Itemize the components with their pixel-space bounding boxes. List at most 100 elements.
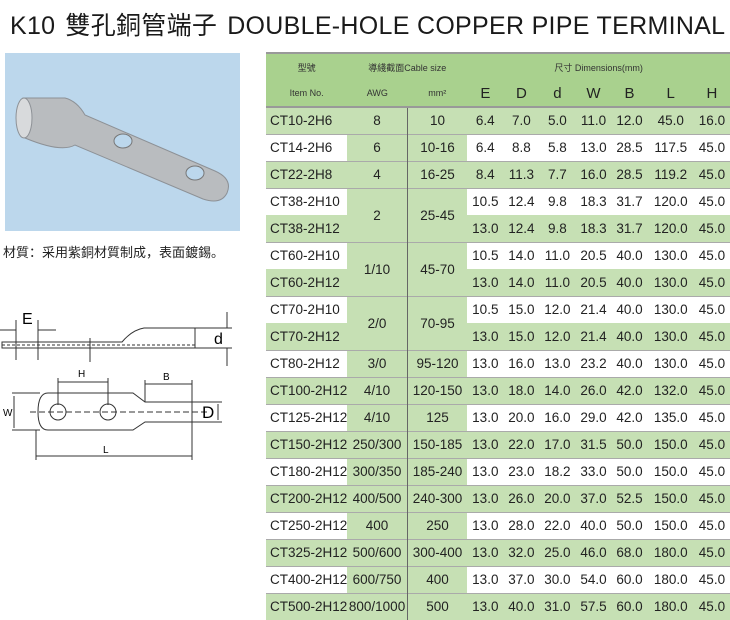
dim-cell-W: 57.5 — [575, 592, 612, 620]
dim-cell-D: 37.0 — [503, 565, 540, 593]
awg-cell: 800/1000 — [347, 592, 408, 620]
item-no: CT400-2H12 — [266, 565, 348, 593]
dim-cell-L: 180.0 — [647, 565, 694, 593]
dim-cell-L: 130.0 — [647, 295, 694, 323]
dim-cell-B: 50.0 — [611, 457, 648, 485]
dim-cell-B: 12.0 — [611, 107, 648, 134]
dim-cell-W: 23.2 — [575, 349, 612, 377]
dim-cell-W: 37.0 — [575, 484, 612, 512]
label-L: L — [103, 445, 109, 456]
item-no: CT22-2H8 — [266, 160, 348, 188]
dim-cell-E: 13.0 — [467, 457, 504, 485]
dim-cell-D: 11.3 — [503, 160, 540, 188]
dim-cell-B: 40.0 — [611, 269, 648, 296]
mm2-cell: 250 — [407, 511, 468, 539]
dim-cell-D: 20.0 — [503, 403, 540, 431]
dim-cell-L: 150.0 — [647, 457, 694, 485]
material-note: 材質：采用紫銅材質制成，表面鍍錫。 — [3, 245, 225, 260]
dim-cell-H: 45.0 — [693, 323, 730, 350]
item-no: CT70-2H12 — [266, 323, 348, 350]
dim-cell-W: 18.3 — [575, 215, 612, 242]
dim-cell-L: 119.2 — [647, 160, 694, 188]
dim-cell-L: 150.0 — [647, 484, 694, 512]
dim-cell-D: 8.8 — [503, 133, 540, 161]
mm2-cell: 125 — [407, 403, 468, 431]
dim-cell-L: 180.0 — [647, 538, 694, 566]
mm2-cell: 500 — [407, 592, 468, 620]
dim-cell-d: 12.0 — [539, 295, 576, 323]
dim-cell-E: 13.0 — [467, 565, 504, 593]
dim-cell-E: 10.5 — [467, 187, 504, 215]
dim-cell-H: 16.0 — [693, 107, 730, 134]
label-B: B — [163, 372, 170, 383]
dim-cell-D: 28.0 — [503, 511, 540, 539]
dim-cell-H: 45.0 — [693, 403, 730, 431]
dim-cell-d: 30.0 — [539, 565, 576, 593]
dim-cell-W: 46.0 — [575, 538, 612, 566]
dim-cell-D: 32.0 — [503, 538, 540, 566]
dim-cell-E: 6.4 — [467, 107, 504, 134]
dim-cell-L: 132.0 — [647, 376, 694, 404]
item-no: CT325-2H12 — [266, 538, 348, 566]
dim-cell-E: 13.0 — [467, 269, 504, 296]
item-no: CT38-2H10 — [266, 187, 348, 215]
mm2-cell: 150-185 — [407, 430, 468, 458]
dim-cell-L: 130.0 — [647, 269, 694, 296]
header-awg: AWG — [347, 80, 408, 108]
dim-cell-L: 150.0 — [647, 430, 694, 458]
header-D: D — [503, 80, 540, 108]
side-view-drawing: E d — [0, 311, 232, 366]
dim-cell-d: 17.0 — [539, 430, 576, 458]
awg-cell: 250/300 — [347, 430, 408, 458]
dim-cell-D: 12.4 — [503, 187, 540, 215]
dim-cell-W: 20.5 — [575, 241, 612, 269]
dim-cell-L: 45.0 — [647, 107, 694, 134]
dim-cell-E: 6.4 — [467, 133, 504, 161]
dim-cell-B: 40.0 — [611, 323, 648, 350]
dim-cell-L: 130.0 — [647, 323, 694, 350]
dim-cell-H: 45.0 — [693, 592, 730, 620]
awg-cell: 2/0 — [347, 295, 408, 350]
dim-cell-W: 21.4 — [575, 323, 612, 350]
dim-cell-L: 135.0 — [647, 403, 694, 431]
dim-cell-H: 45.0 — [693, 187, 730, 215]
dim-cell-H: 45.0 — [693, 511, 730, 539]
dim-cell-L: 120.0 — [647, 187, 694, 215]
dim-cell-L: 180.0 — [647, 592, 694, 620]
dim-cell-H: 45.0 — [693, 565, 730, 593]
dim-cell-H: 45.0 — [693, 160, 730, 188]
dim-cell-B: 31.7 — [611, 187, 648, 215]
dim-cell-B: 60.0 — [611, 565, 648, 593]
dim-cell-B: 31.7 — [611, 215, 648, 242]
dim-cell-D: 18.0 — [503, 376, 540, 404]
dim-cell-W: 31.5 — [575, 430, 612, 458]
dim-cell-d: 14.0 — [539, 376, 576, 404]
dim-cell-H: 45.0 — [693, 269, 730, 296]
mm2-cell: 10 — [407, 107, 468, 134]
dim-cell-B: 40.0 — [611, 241, 648, 269]
dim-cell-B: 42.0 — [611, 376, 648, 404]
dim-cell-E: 13.0 — [467, 484, 504, 512]
dim-cell-B: 50.0 — [611, 430, 648, 458]
dim-cell-D: 12.4 — [503, 215, 540, 242]
mm2-cell: 25-45 — [407, 187, 468, 242]
dim-cell-d: 12.0 — [539, 323, 576, 350]
header-E: E — [467, 80, 504, 108]
awg-cell: 400/500 — [347, 484, 408, 512]
dim-cell-D: 14.0 — [503, 241, 540, 269]
awg-cell: 8 — [347, 107, 408, 134]
mm2-cell: 300-400 — [407, 538, 468, 566]
dim-cell-d: 11.0 — [539, 241, 576, 269]
dim-cell-W: 11.0 — [575, 107, 612, 134]
dim-cell-D: 15.0 — [503, 295, 540, 323]
mm2-cell: 45-70 — [407, 241, 468, 296]
dim-cell-d: 18.2 — [539, 457, 576, 485]
dim-cell-d: 9.8 — [539, 187, 576, 215]
dim-cell-D: 22.0 — [503, 430, 540, 458]
